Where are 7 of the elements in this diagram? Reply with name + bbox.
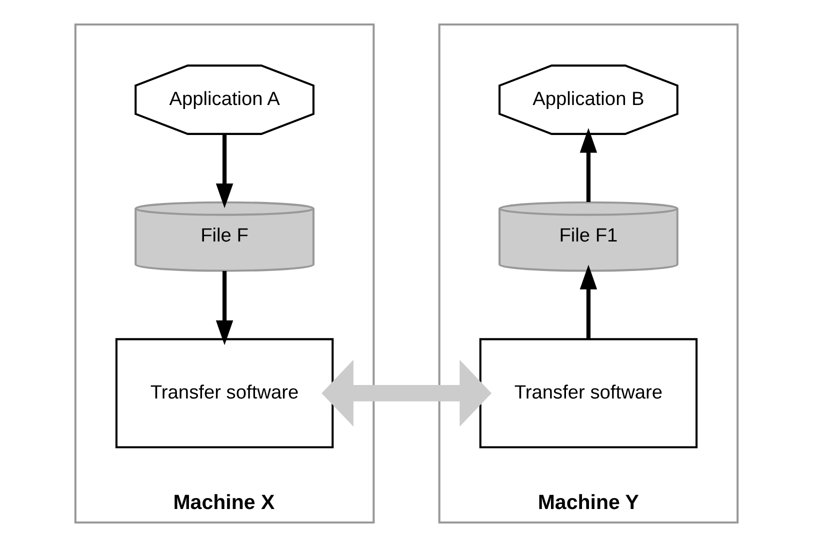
node-box: Transfer software [479,338,698,448]
node-box: Transfer software [115,338,334,448]
arrow [580,264,598,339]
arrow [580,128,598,202]
arrow [322,360,492,427]
arrow [216,134,234,208]
arrow [216,270,234,346]
